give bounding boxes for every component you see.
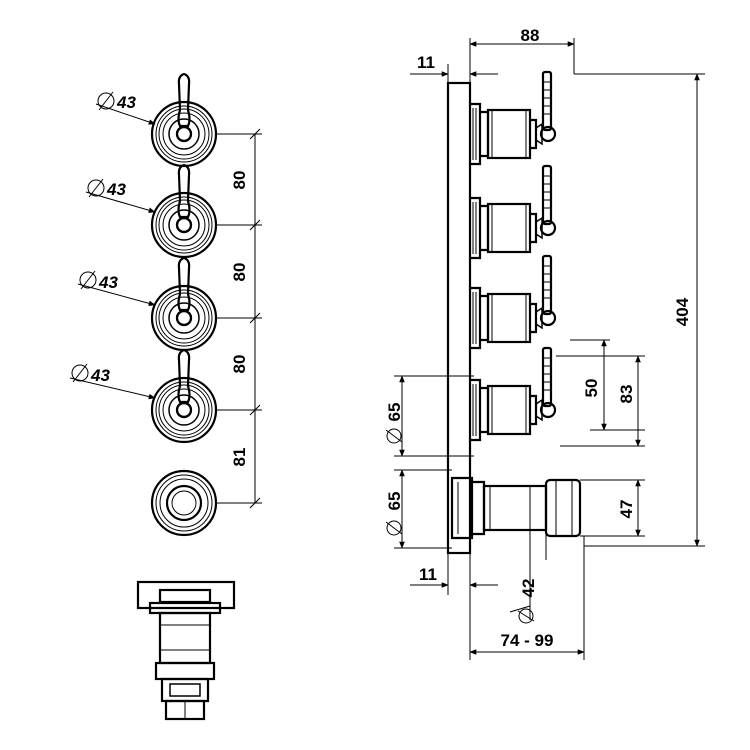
side-view: 88 11 404 50 83 bbox=[385, 26, 705, 660]
knob-3 bbox=[150, 256, 218, 352]
knob-2 bbox=[150, 163, 218, 259]
handle-height-83-label: 83 bbox=[617, 385, 636, 404]
valve-3 bbox=[468, 254, 557, 350]
spacing-3-label: 80 bbox=[230, 355, 249, 374]
handle-diameter-4: 43 bbox=[90, 366, 110, 385]
spacing-1-label: 80 bbox=[230, 171, 249, 190]
diameter-symbols bbox=[71, 91, 115, 383]
knob-1 bbox=[150, 72, 218, 168]
front-ticks bbox=[249, 128, 261, 509]
dim-50-83 bbox=[556, 339, 645, 447]
handle-height-50-label: 50 bbox=[582, 379, 601, 398]
offset-11-bottom-label: 11 bbox=[419, 565, 437, 584]
depth-range-label: 74 - 99 bbox=[501, 631, 554, 650]
offset-11-top-label: 11 bbox=[417, 53, 435, 72]
dim-65-upper bbox=[385, 375, 474, 457]
front-view: 80 80 80 81 43 43 43 43 bbox=[69, 72, 262, 537]
valve-2 bbox=[468, 164, 557, 260]
valve-1 bbox=[468, 70, 557, 166]
dim-74-99 bbox=[469, 536, 585, 660]
dim-47 bbox=[580, 479, 645, 537]
dim-65-lower bbox=[385, 469, 452, 549]
dim-42 bbox=[509, 486, 547, 624]
dim-404 bbox=[574, 73, 705, 547]
handle-diameter-2: 43 bbox=[106, 180, 126, 199]
rosette-diameter-lower-label: 65 bbox=[385, 492, 404, 511]
dim-11-top bbox=[410, 64, 498, 86]
handle-diameter-3: 43 bbox=[98, 273, 118, 292]
handle-diameter-1: 43 bbox=[116, 93, 136, 112]
height-404-label: 404 bbox=[673, 297, 692, 326]
knob-4 bbox=[150, 348, 218, 444]
wall bbox=[446, 81, 472, 555]
spout bbox=[450, 476, 582, 540]
diameter-leaders bbox=[69, 103, 156, 400]
section-view bbox=[136, 580, 236, 721]
dim-88 bbox=[469, 38, 575, 100]
rosette-diameter-upper-label: 65 bbox=[385, 403, 404, 422]
spacing-2-label: 80 bbox=[230, 263, 249, 282]
depth-88-label: 88 bbox=[521, 26, 540, 45]
bottom-outlet bbox=[150, 469, 218, 537]
spacing-4-label: 81 bbox=[230, 448, 249, 467]
spout-diameter-42-label: 42 bbox=[519, 579, 538, 598]
valve-4 bbox=[468, 346, 557, 442]
dim-11-bottom bbox=[410, 553, 498, 660]
spout-height-47-label: 47 bbox=[617, 500, 636, 519]
